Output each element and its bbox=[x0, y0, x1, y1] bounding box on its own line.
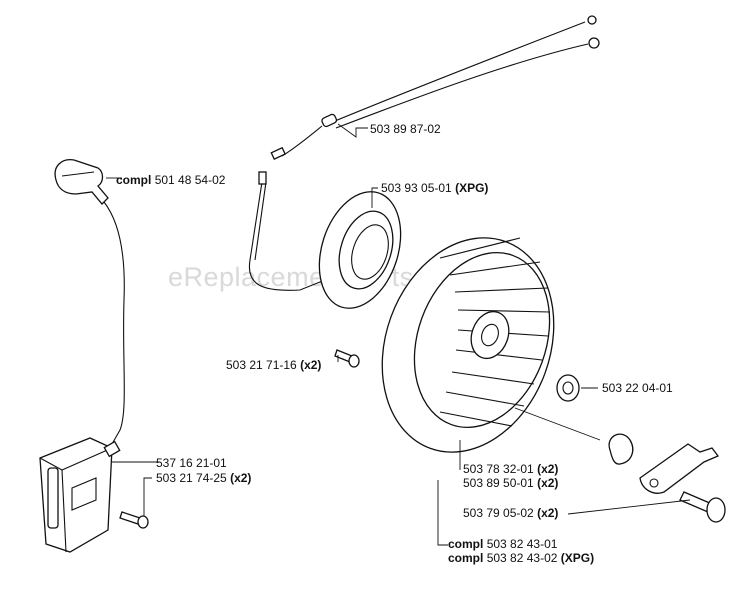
spark-plug-boot bbox=[54, 159, 125, 445]
flywheel-nut bbox=[556, 374, 598, 402]
label-flywheel: compl 503 82 43-01 bbox=[448, 537, 558, 551]
label-wire: 503 89 87-02 bbox=[370, 122, 441, 136]
label-coil: 503 93 05-01 (XPG) bbox=[381, 181, 489, 195]
wire-harness bbox=[270, 15, 600, 161]
starter-pawl bbox=[639, 443, 720, 494]
label-module: 537 16 21-01 bbox=[156, 456, 227, 470]
flywheel bbox=[381, 237, 555, 546]
label-pawl: 503 89 50-01 (x2) bbox=[463, 476, 559, 490]
label-boot: compl 501 48 54-02 bbox=[116, 173, 226, 187]
ignition-module bbox=[39, 437, 160, 553]
pawl-pin bbox=[567, 491, 726, 523]
label-pin: 503 79 05-02 (x2) bbox=[463, 506, 559, 520]
label-coil-screw: 503 21 71-16 (x2) bbox=[226, 358, 322, 372]
module-screw bbox=[119, 477, 152, 529]
label-spring: 503 78 32-01 (x2) bbox=[463, 462, 559, 476]
ignition-coil-ring bbox=[248, 171, 402, 309]
label-nut: 503 22 04-01 bbox=[602, 381, 673, 395]
label-module-screw: 503 21 74-25 (x2) bbox=[156, 471, 252, 485]
pawl-spring bbox=[514, 407, 634, 465]
label-flywheel-xpg: compl 503 82 43-02 (XPG) bbox=[448, 551, 595, 565]
coil-screw bbox=[334, 349, 360, 368]
